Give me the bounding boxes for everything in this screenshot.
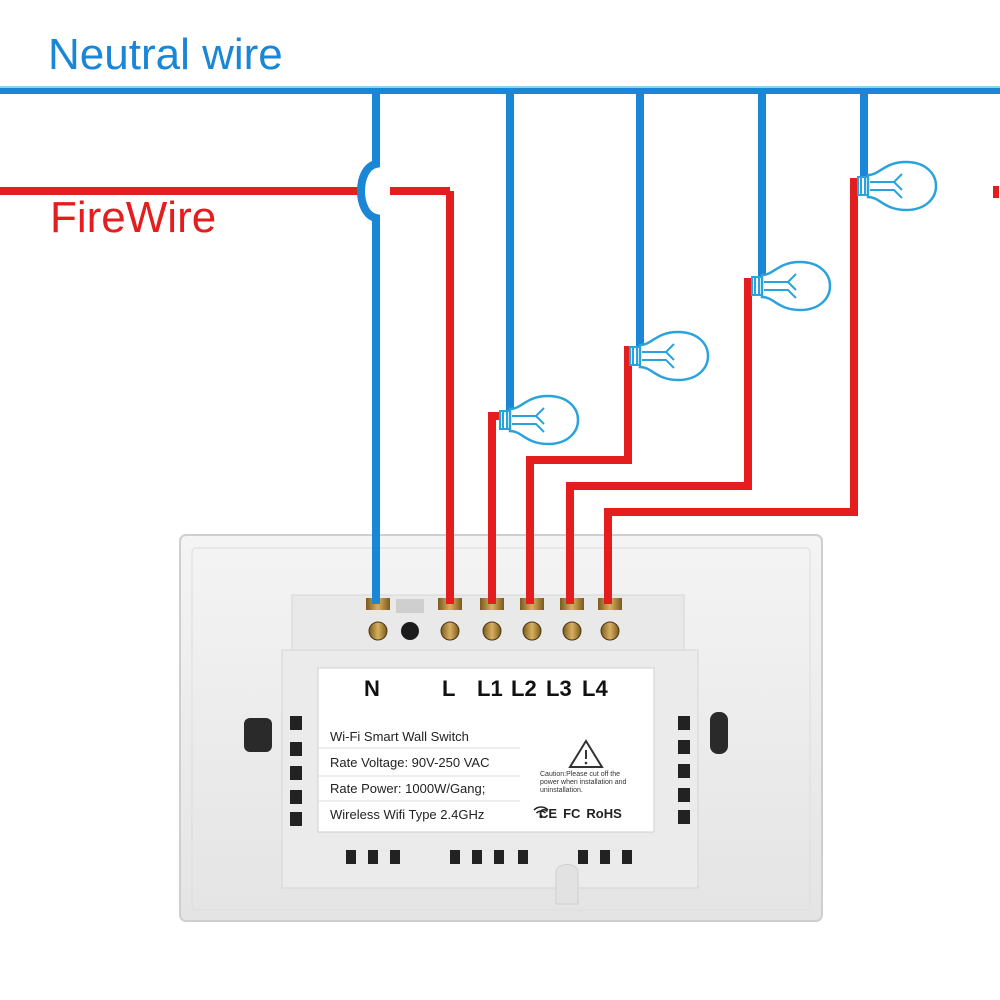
switched-live-wires [488,178,999,604]
spec-rate-power: Rate Power: 1000W/Gang; [330,781,486,796]
fire-wire-label: FireWire [50,193,217,242]
spec-wireless: Wireless Wifi Type 2.4GHz [330,807,485,822]
terminal-label-l4: L4 [582,676,608,701]
terminal-label-n: N [364,676,380,701]
warning-triangle-icon [568,739,604,768]
spec-rate-voltage: Rate Voltage: 90V-250 VAC [330,755,490,770]
light-bulb-icon [856,160,938,212]
fc-mark: FC [563,806,581,821]
ce-mark: CE [539,806,558,821]
certification-marks: CE FC RoHS [533,806,622,821]
switch-back-plate [179,534,823,922]
neutral-to-switch-wire [357,90,380,604]
spec-title: Wi-Fi Smart Wall Switch [330,729,469,744]
rohs-mark: RoHS [586,806,622,821]
terminal-label-l3: L3 [546,676,572,701]
terminal-label-l: L [442,676,456,701]
caution-text: Caution:Please cut off the power when in… [540,771,627,794]
fire-wire-bus [0,187,454,604]
neutral-wire-bus [0,86,1000,94]
neutral-bulb-drops [506,90,868,416]
neutral-wire-label: Neutral wire [48,30,283,79]
terminal-label-l1: L1 [477,676,503,701]
terminal-label-l2: L2 [511,676,537,701]
